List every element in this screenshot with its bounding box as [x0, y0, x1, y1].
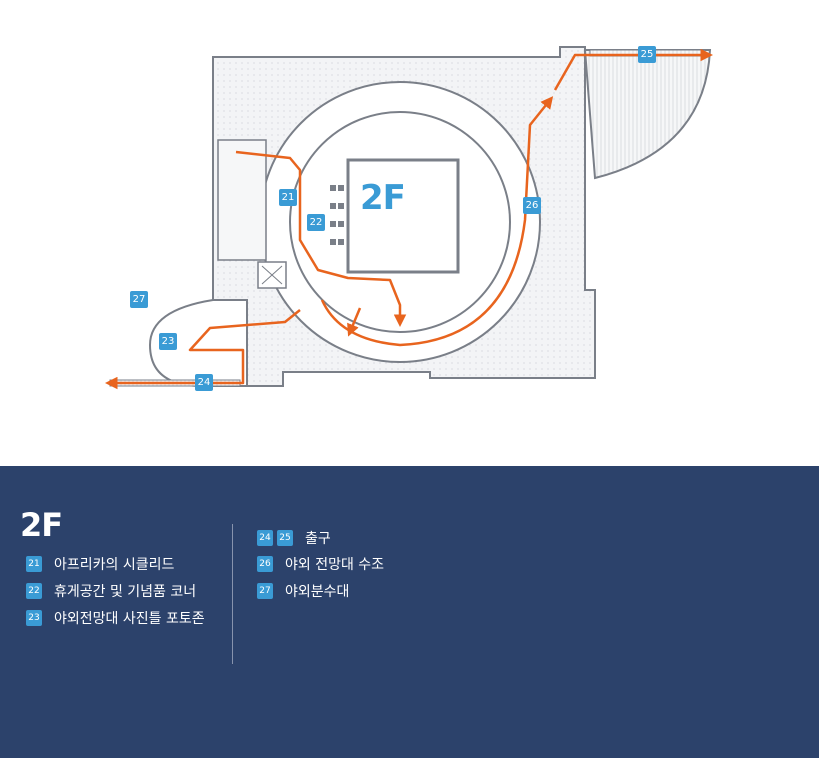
marker-26[interactable]: 26 [523, 197, 541, 214]
legend-badge: 23 [26, 610, 42, 626]
legend-item-27: 27 야외분수대 [257, 582, 349, 600]
legend-label: 야외 전망대 수조 [285, 557, 385, 573]
map-floor-label: 2F [360, 178, 406, 218]
legend-label: 출구 [305, 531, 331, 547]
central-tank [346, 158, 460, 274]
legend-label: 아프리카의 시클리드 [54, 557, 175, 573]
route-lines [105, 48, 713, 390]
legend-badge: 22 [26, 583, 42, 599]
legend-badge: 24 [257, 530, 273, 546]
legend-label: 야외전망대 사진틀 포토존 [54, 611, 205, 627]
marker-23[interactable]: 23 [159, 333, 177, 350]
legend-item-23: 23 야외전망대 사진틀 포토존 [26, 609, 205, 627]
marker-21[interactable]: 21 [279, 189, 297, 206]
legend-badge: 25 [277, 530, 293, 546]
legend-item-24-25: 24 25 출구 [257, 529, 331, 547]
floor-plan-drawing [105, 46, 713, 390]
marker-24[interactable]: 24 [195, 374, 213, 391]
legend-badge: 26 [257, 556, 273, 572]
legend-panel: 2F 21 아프리카의 시클리드 22 휴게공간 및 기념품 코너 23 야외전… [0, 466, 819, 758]
legend-item-22: 22 휴게공간 및 기념품 코너 [26, 582, 196, 600]
stair-block [217, 139, 267, 261]
marker-22[interactable]: 22 [307, 214, 325, 231]
legend-label: 야외분수대 [285, 584, 350, 600]
legend-floor-title: 2F [20, 506, 63, 544]
floor-map: 2F 21 22 23 24 25 26 27 [105, 46, 713, 391]
legend-badge: 27 [257, 583, 273, 599]
legend-label: 휴게공간 및 기념품 코너 [54, 584, 197, 600]
marker-25[interactable]: 25 [638, 46, 656, 63]
seating [330, 185, 344, 245]
legend-item-21: 21 아프리카의 시클리드 [26, 555, 174, 573]
east-deck [583, 49, 712, 180]
legend-divider [232, 524, 233, 664]
marker-27[interactable]: 27 [130, 291, 148, 308]
legend-item-26: 26 야외 전망대 수조 [257, 555, 384, 573]
legend-badge: 21 [26, 556, 42, 572]
